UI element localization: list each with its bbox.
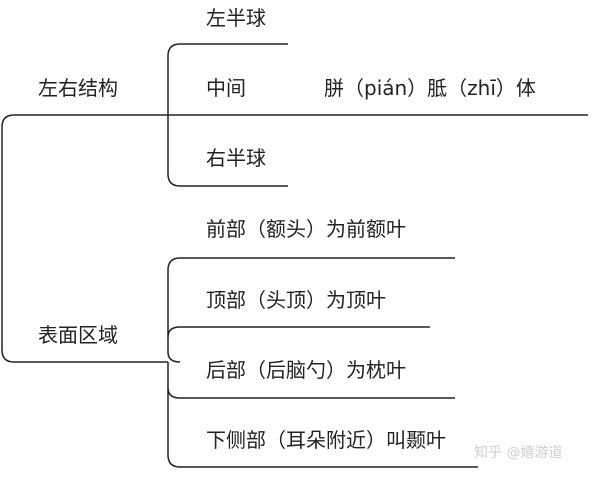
group2-bracket-upper [167,257,455,363]
child-occipital-lobe: 后部（后脑勺）为枕叶 [206,358,406,382]
child-left-hemisphere: 左半球 [206,6,266,30]
child-middle: 中间 [206,76,246,100]
child-frontal-lobe: 前部（额头）为前额叶 [206,217,406,241]
child-parietal-lobe: 顶部（头顶）为顶叶 [206,288,386,312]
group2-bracket-mid [167,326,430,338]
group2-bracket-lower [167,362,478,468]
child-temporal-lobe: 下侧部（耳朵附近）叫颞叶 [206,428,446,452]
group-label-left-right: 左右结构 [38,76,118,100]
root-bracket [1,114,28,363]
watermark-text: 知乎 @嬉游道 [474,445,563,461]
group1-bracket [167,43,288,187]
group-label-surface-regions: 表面区域 [38,323,118,347]
group2-line-occipital-join [167,387,181,399]
child-middle-note: 胼（pián）胝（zhī）体 [324,76,536,100]
child-right-hemisphere: 右半球 [206,146,266,170]
